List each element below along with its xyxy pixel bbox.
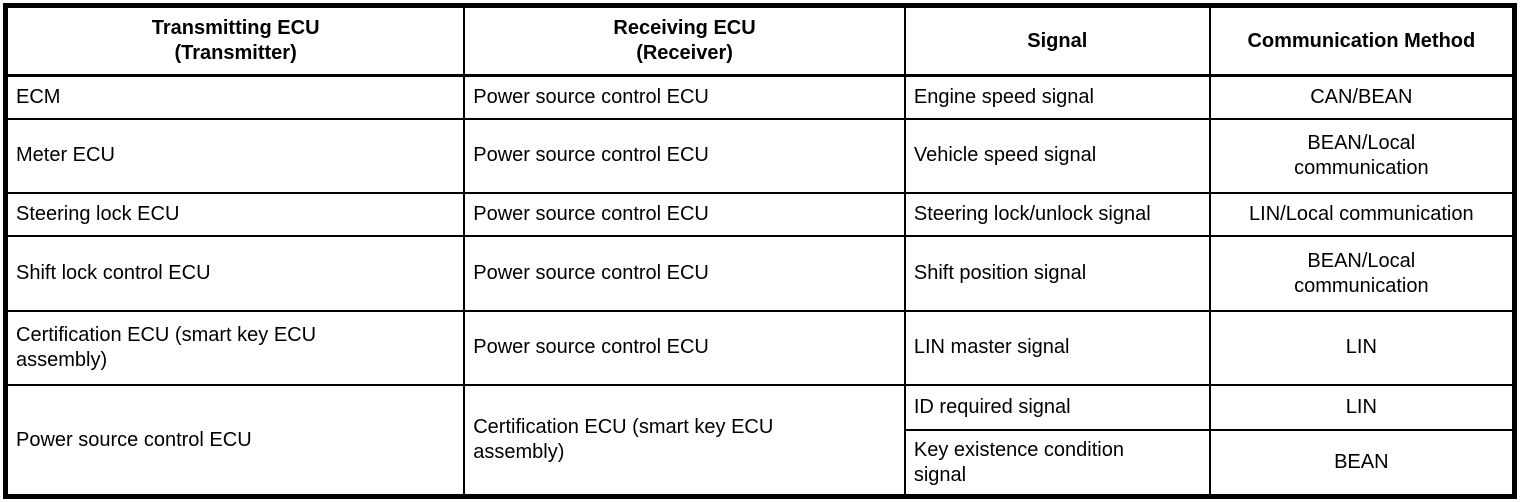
col-header-communication-method: Communication Method bbox=[1208, 4, 1516, 77]
cell-receiver: Power source control ECU bbox=[463, 192, 906, 238]
cell-signal: Key existence condition signal bbox=[903, 429, 1211, 498]
table-row: Key existence condition signal BEAN bbox=[6, 429, 1516, 498]
cell-signal: Steering lock/unlock signal bbox=[903, 192, 1211, 238]
cell-signal: ID required signal bbox=[903, 383, 1211, 432]
header-row: Transmitting ECU (Transmitter) Receiving… bbox=[4, 4, 1516, 77]
table-row: Shift lock control ECU Power source cont… bbox=[4, 235, 1516, 312]
table-row: Steering lock ECU Power source control E… bbox=[4, 192, 1516, 238]
cell-method: LIN bbox=[1208, 383, 1516, 432]
cell-method: LIN bbox=[1208, 309, 1516, 387]
cell-transmitter: Certification ECU (smart key ECU assembl… bbox=[4, 309, 466, 387]
table-row: Meter ECU Power source control ECU Vehic… bbox=[4, 117, 1516, 195]
cell-transmitter: ECM bbox=[4, 74, 466, 120]
cell-receiver: Power source control ECU bbox=[463, 235, 906, 312]
cell-transmitter: Meter ECU bbox=[4, 117, 466, 195]
cell-method: LIN/Local communication bbox=[1208, 192, 1516, 238]
cell-method: BEAN/Local communication bbox=[1208, 117, 1516, 195]
ecu-communication-table: Transmitting ECU (Transmitter) Receiving… bbox=[3, 3, 1517, 499]
cell-method: BEAN/Local communication bbox=[1208, 235, 1516, 312]
cell-transmitter: Power source control ECU bbox=[4, 384, 466, 498]
cell-signal: Vehicle speed signal bbox=[903, 117, 1211, 195]
table-row: Certification ECU (smart key ECU assembl… bbox=[4, 309, 1516, 387]
cell-method: CAN/BEAN bbox=[1208, 74, 1516, 120]
ecu-communication-table-container: Transmitting ECU (Transmitter) Receiving… bbox=[3, 3, 1517, 499]
cell-signal: LIN master signal bbox=[903, 309, 1211, 387]
cell-transmitter: Shift lock control ECU bbox=[4, 235, 466, 312]
cell-signal: Shift position signal bbox=[903, 235, 1211, 312]
cell-receiver: Certification ECU (smart key ECU assembl… bbox=[463, 384, 906, 498]
table-row: ECM Power source control ECU Engine spee… bbox=[4, 74, 1516, 120]
cell-receiver: Power source control ECU bbox=[463, 117, 906, 195]
cell-transmitter: Steering lock ECU bbox=[4, 192, 466, 238]
cell-receiver: Power source control ECU bbox=[463, 74, 906, 120]
cell-signal: Engine speed signal bbox=[903, 74, 1211, 120]
col-header-transmitting-ecu: Transmitting ECU (Transmitter) bbox=[4, 4, 466, 77]
col-header-receiving-ecu: Receiving ECU (Receiver) bbox=[463, 4, 906, 77]
col-header-signal: Signal bbox=[903, 4, 1211, 77]
cell-receiver: Power source control ECU bbox=[463, 309, 906, 387]
cell-method: BEAN bbox=[1208, 429, 1516, 498]
table-row: Power source control ECU Certification E… bbox=[4, 383, 1516, 498]
